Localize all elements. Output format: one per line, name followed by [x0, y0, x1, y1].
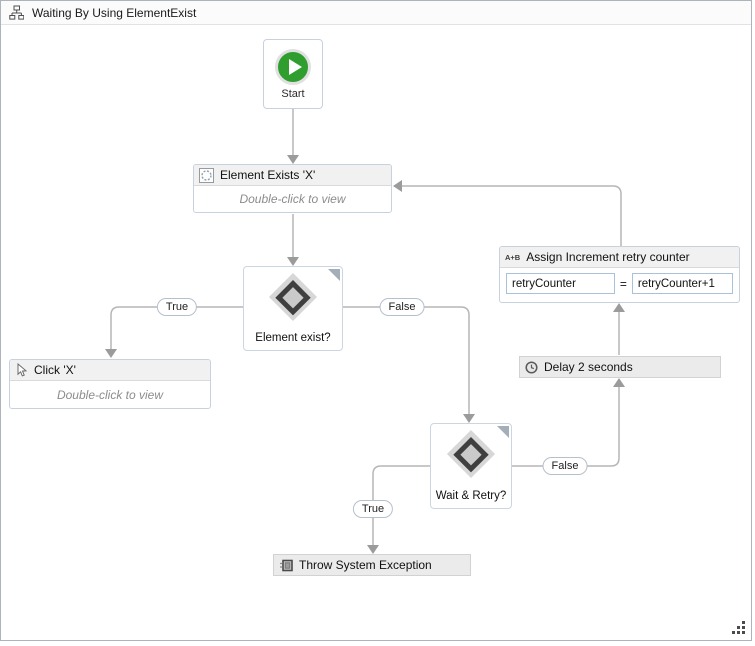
branch-label-true-retry[interactable]: True [352, 500, 394, 518]
throw-icon [279, 559, 293, 572]
decision-diamond-ring [453, 436, 489, 472]
throw-activity[interactable]: Throw System Exception [273, 554, 471, 576]
start-play-icon [275, 49, 311, 85]
click-body[interactable]: Double-click to view [56, 387, 164, 402]
flowchart-title-bar: Waiting By Using ElementExist [1, 1, 751, 25]
assign-value-field[interactable]: retryCounter+1 [631, 273, 733, 294]
element-exists-title: Element Exists 'X' [220, 168, 316, 182]
resize-grip[interactable] [732, 621, 745, 634]
assign-ab-icon: A+B [505, 252, 521, 262]
decision-element-exist[interactable]: Element exist? [243, 266, 343, 351]
element-exists-header[interactable]: Element Exists 'X' [194, 165, 391, 186]
start-label: Start [281, 88, 305, 100]
element-exists-body[interactable]: Double-click to view [239, 192, 346, 206]
assign-body: retryCounter = retryCounter+1 [500, 268, 739, 300]
assign-title: Assign Increment retry counter [526, 250, 690, 264]
decision-diamond-icon [268, 272, 318, 322]
click-header[interactable]: Click 'X' [10, 360, 210, 381]
branch-label-false-retry[interactable]: False [542, 457, 588, 475]
branch-label-true-element[interactable]: True [156, 298, 198, 316]
collapse-corner-icon[interactable] [497, 426, 509, 438]
click-activity[interactable]: Click 'X' Double-click to view [9, 359, 211, 409]
throw-title: Throw System Exception [299, 558, 432, 572]
assign-equals-sign: = [619, 276, 627, 291]
cursor-icon [15, 362, 28, 378]
element-exists-activity[interactable]: Element Exists 'X' Double-click to view [193, 164, 392, 213]
assign-activity[interactable]: A+B Assign Increment retry counter retry… [499, 246, 740, 303]
decision-diamond-ring [275, 279, 311, 315]
collapse-corner-icon[interactable] [328, 269, 340, 281]
decision-wait-retry[interactable]: Wait & Retry? [430, 423, 512, 509]
clock-icon [525, 360, 538, 374]
flowchart-icon [9, 5, 24, 20]
delay-title: Delay 2 seconds [544, 360, 633, 374]
play-triangle-icon [288, 59, 302, 75]
branch-label-false-element[interactable]: False [379, 298, 425, 316]
decision-diamond-center [460, 443, 482, 465]
click-title: Click 'X' [34, 363, 76, 377]
element-exists-icon [199, 167, 214, 183]
delay-activity[interactable]: Delay 2 seconds [519, 356, 721, 378]
decision-element-label: Element exist? [255, 332, 331, 344]
decision-diamond-icon [446, 429, 496, 479]
assign-header[interactable]: A+B Assign Increment retry counter [500, 247, 739, 268]
assign-to-field[interactable]: retryCounter [506, 273, 615, 294]
decision-diamond-center [282, 286, 304, 308]
decision-retry-label: Wait & Retry? [435, 490, 507, 502]
flowchart-title: Waiting By Using ElementExist [32, 5, 197, 20]
start-node[interactable]: Start [263, 39, 323, 109]
